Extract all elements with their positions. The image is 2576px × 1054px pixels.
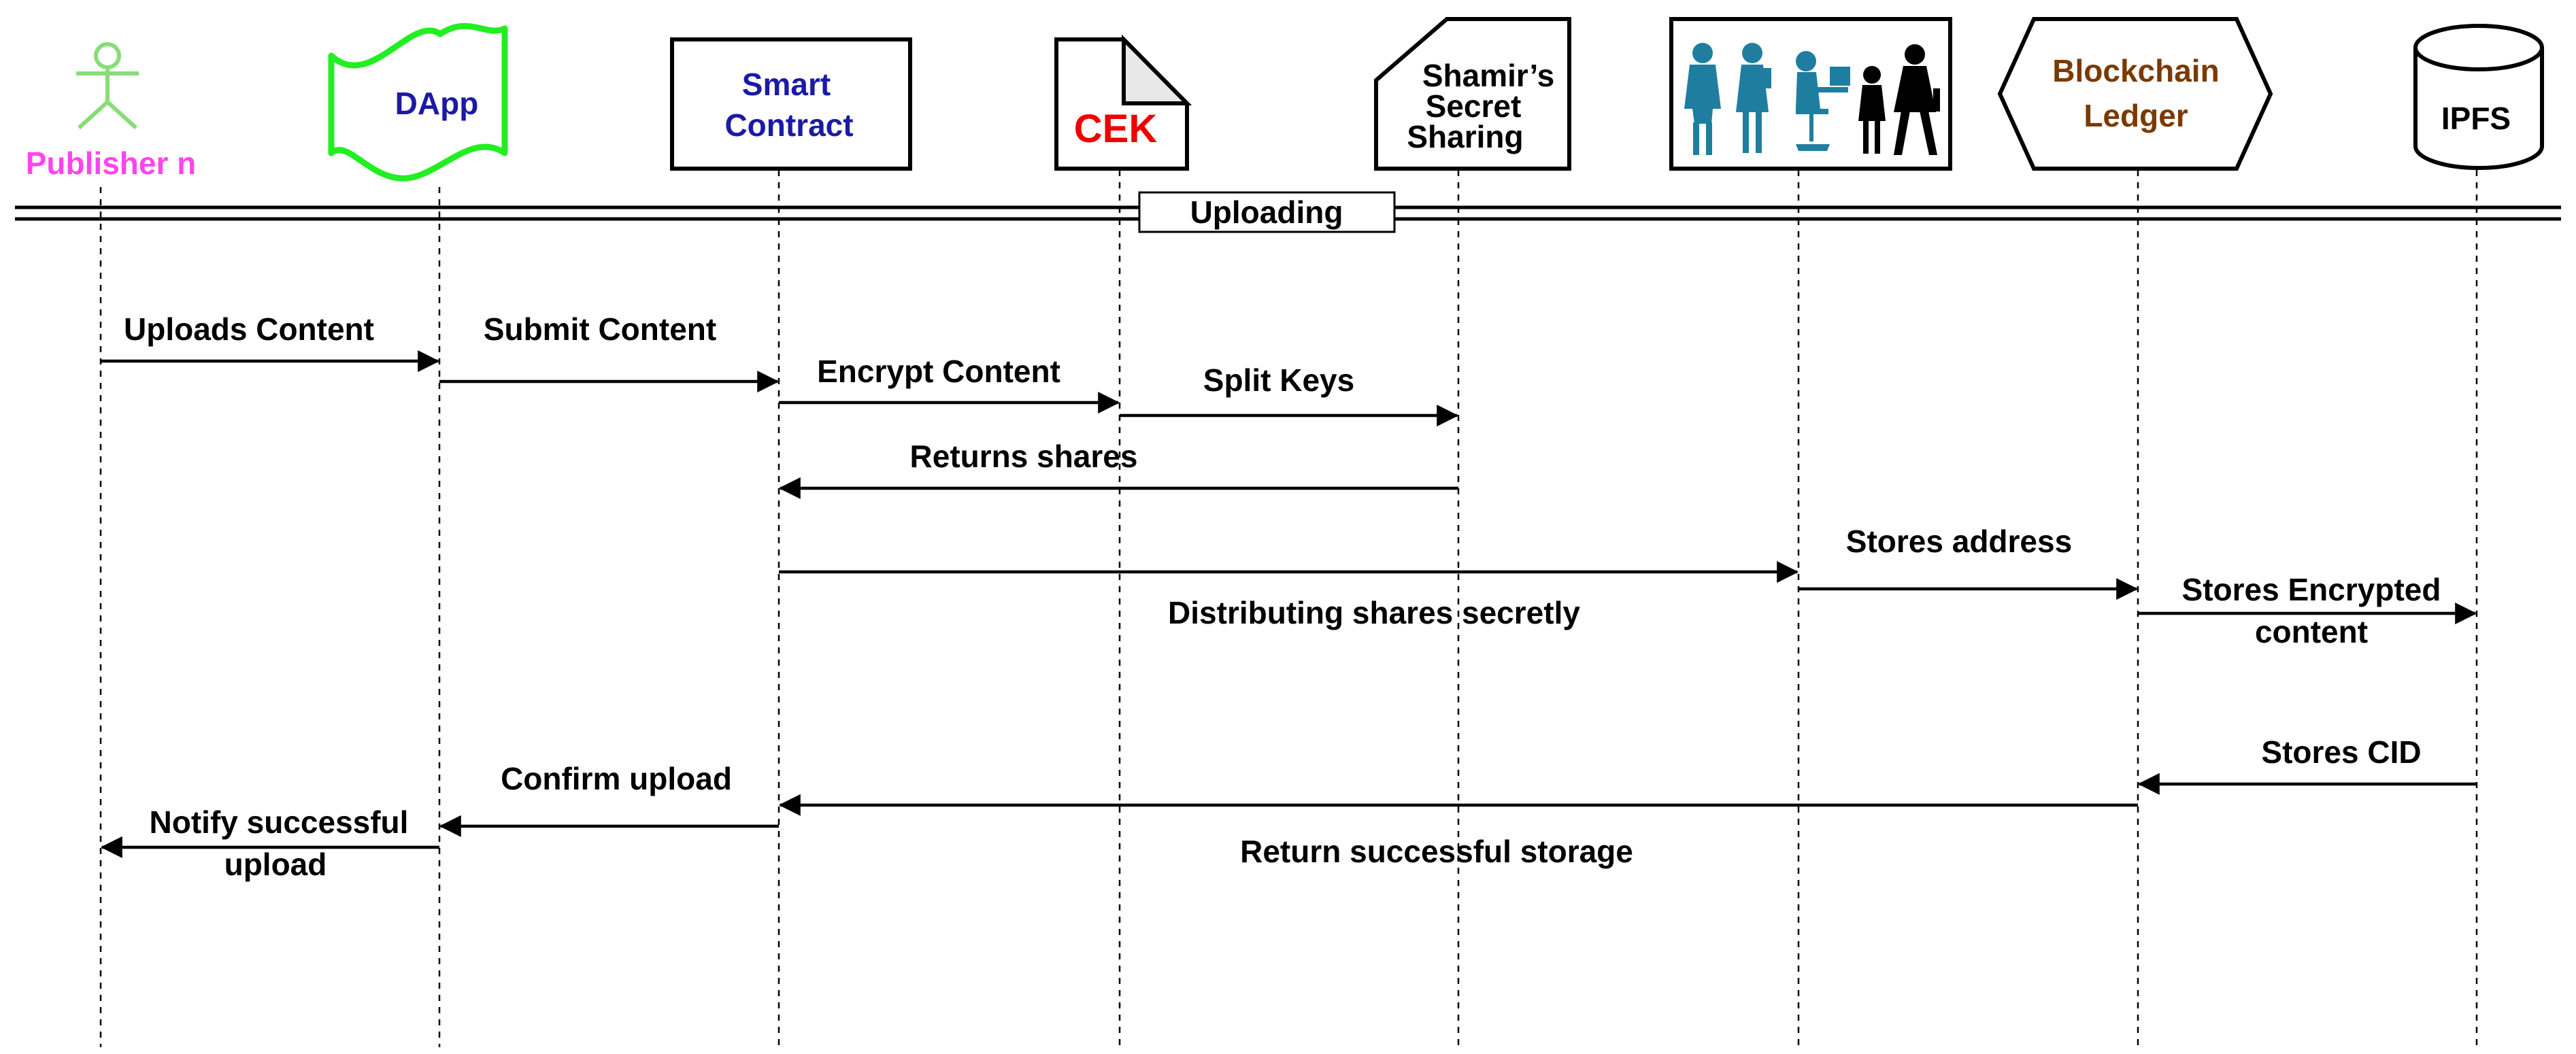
msg-returns-shares: Returns shares [910,439,1138,474]
smart-contract-box [670,37,912,171]
cek-label: CEK [1074,107,1158,151]
dapp-label: DApp [395,86,479,121]
participant-ipfs: IPFS [2413,24,2544,170]
dapp-banner-shape [328,22,508,182]
smart-contract-label-line1: Smart [742,67,831,102]
lifelines [99,170,2478,1047]
messages: Uploads Content Submit Content Encrypt C… [100,311,2477,882]
section-divider: Uploading [15,191,2561,233]
participant-dapp: DApp [328,22,508,182]
participant-shareholders [1669,17,1952,171]
blockchain-hexagon [1997,17,2273,171]
participant-cek: CEK [1054,34,1192,171]
msg-submit-content: Submit Content [484,311,716,347]
publisher-label: Publisher n [26,146,196,181]
msg-return-storage: Return successful storage [1240,834,1633,869]
msg-stores-encrypted-line2: content [2255,614,2368,649]
participant-blockchain: Blockchain Ledger [1997,17,2273,171]
section-label: Uploading [1190,194,1343,230]
msg-split-keys: Split Keys [1203,362,1354,398]
msg-confirm-upload: Confirm upload [501,761,732,796]
shamir-label-line3: Sharing [1407,119,1523,154]
msg-uploads-content: Uploads Content [124,311,374,347]
blockchain-label-line2: Ledger [2084,98,2188,133]
people-icon [1684,43,1940,155]
database-icon [2413,24,2544,170]
msg-stores-address: Stores address [1846,524,2072,559]
blockchain-label-line1: Blockchain [2052,53,2219,88]
ipfs-label: IPFS [2441,101,2511,136]
shamir-card-shape [1374,17,1571,171]
document-icon [1054,34,1192,171]
msg-notify-line2: upload [224,847,327,882]
actor-icon [76,42,139,130]
msg-encrypt-content: Encrypt Content [817,354,1060,389]
section-label-box [1138,191,1396,233]
smart-contract-label-line2: Contract [724,107,853,143]
participant-shamir: Shamir’s Secret Sharing [1374,17,1571,171]
msg-stores-encrypted-line1: Stores Encrypted [2182,572,2441,607]
shamir-label-line1: Shamir’s [1422,58,1554,93]
msg-stores-cid: Stores CID [2261,734,2421,770]
shamir-label-line2: Secret [1426,88,1522,124]
participant-publisher: Publisher n [26,42,196,181]
msg-distributing-shares: Distributing shares secretly [1168,595,1580,630]
participant-smart-contract: Smart Contract [670,37,912,171]
msg-notify-line1: Notify successful [150,804,409,840]
